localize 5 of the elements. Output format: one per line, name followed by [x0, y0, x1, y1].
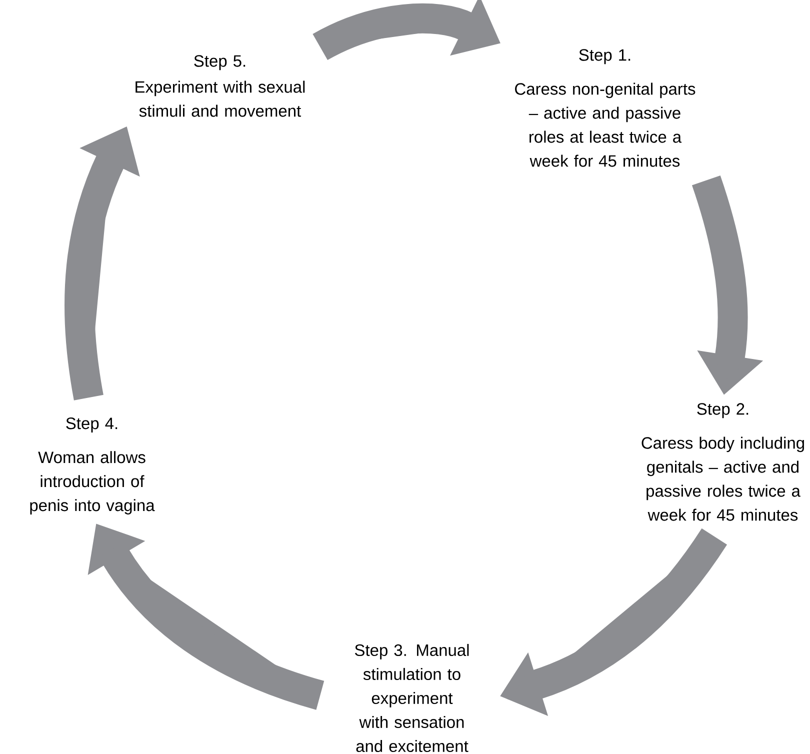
step-label: Step 2. Caress body including genitals – active and passive roles twice a week for 45 minutes — [642, 403, 804, 521]
step-label: Step 5. Experiment with sexual stimuli and movement — [136, 55, 305, 117]
step-label: Step 3. Manual stimulation to experiment with sensation and excitement — [354, 644, 469, 752]
step-label: Step 4. Woman allows introduction of penis into vagina — [30, 418, 155, 514]
step-label: Step 1. Caress non-genital parts – active and passive roles at least twice a week for 45 minutes — [515, 49, 696, 167]
